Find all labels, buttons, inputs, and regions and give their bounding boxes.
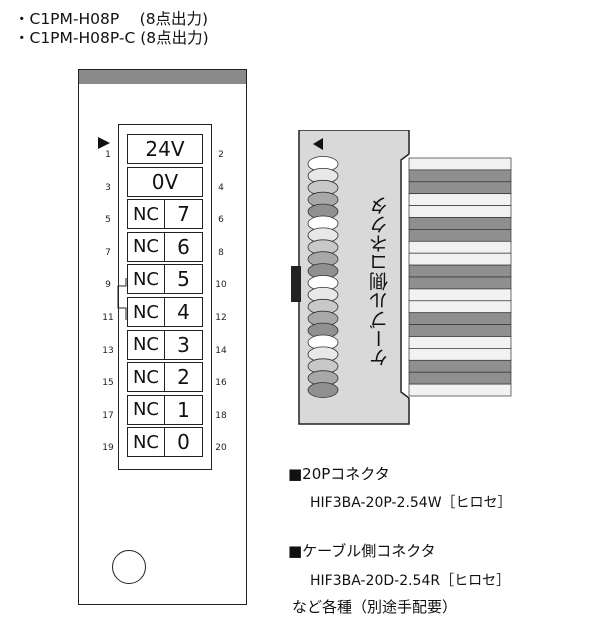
pin-number-left: 5 — [105, 215, 111, 226]
pin-number-right: 8 — [218, 247, 224, 258]
mounting-hole — [112, 550, 146, 584]
terminal-cell-label: NC — [127, 297, 165, 327]
ribbon-wire — [408, 383, 512, 397]
terminal-cell-label: NC — [127, 329, 165, 360]
ribbon-wire — [408, 312, 512, 325]
note-cable-title: ■ケーブル側コネクタ — [288, 542, 436, 560]
terminal-cell-label: NC — [127, 394, 165, 425]
ribbon-wire — [408, 181, 512, 195]
note-cable-part: HIF3BA-20D-2.54R［ヒロセ］ — [310, 573, 511, 589]
wire-end — [307, 382, 339, 398]
ribbon-cable — [408, 157, 512, 397]
terminal-cell-label: NC — [127, 199, 165, 230]
terminal-cell-number: 4 — [164, 297, 203, 327]
pin-number-right: 18 — [215, 410, 227, 421]
ribbon-wire — [408, 300, 512, 314]
terminal-cell-label: NC — [127, 264, 165, 295]
pin-number-left: 1 — [105, 150, 111, 160]
terminal-cell-label: NC — [127, 231, 165, 262]
ribbon-wire — [408, 193, 512, 206]
ribbon-wire — [408, 288, 512, 302]
terminal-cell-number: 3 — [164, 329, 203, 360]
terminal-cell-number: 7 — [164, 199, 203, 230]
cable-connector-drawing — [291, 130, 512, 425]
pin-number-left: 17 — [102, 410, 114, 421]
ribbon-wire — [408, 252, 512, 266]
side-latch — [291, 266, 301, 302]
ribbon-wire — [408, 264, 512, 278]
wire-ends — [307, 156, 339, 398]
terminal-cell-label: NC — [127, 362, 165, 393]
pin-number-left: 19 — [102, 443, 114, 454]
ribbon-wire — [408, 169, 512, 183]
pin-number-left: 13 — [102, 345, 114, 356]
terminal-cell-number: 5 — [164, 264, 203, 295]
terminal-cell-label: NC — [127, 427, 165, 458]
terminal-cell-number: 2 — [164, 362, 203, 393]
ribbon-wire — [408, 205, 512, 218]
ribbon-wire — [408, 324, 512, 337]
pin-number-left: 9 — [105, 280, 111, 291]
note-cable-extra: など各種（別途手配要） — [292, 598, 458, 616]
pin-number-left: 3 — [105, 182, 111, 193]
model-line-2: ・C1PM-H08P-C (8点出力) — [14, 29, 209, 47]
terminal-cell-number: 1 — [164, 394, 203, 425]
pin-number-right: 2 — [218, 150, 224, 160]
orientation-arrow-icon — [313, 138, 323, 150]
connector-key-notch — [117, 278, 127, 320]
terminal-cell-number: 0 — [164, 427, 203, 458]
cable-connector-vertical-label: ケーブル側コネクタ — [369, 196, 391, 367]
pin-number-right: 6 — [218, 215, 224, 226]
model-line-1: ・C1PM-H08P (8点出力) — [14, 10, 209, 28]
pin-number-right: 4 — [218, 182, 224, 193]
ribbon-wire — [408, 217, 512, 230]
pin-number-right: 20 — [215, 443, 227, 454]
note-20p-part: HIF3BA-20P-2.54W［ヒロセ］ — [310, 495, 512, 511]
pin-number-left: 11 — [102, 313, 114, 323]
terminal-cell: 24V — [127, 134, 203, 164]
ribbon-wire — [408, 229, 512, 242]
ribbon-wire — [408, 371, 512, 385]
pin-number-right: 14 — [215, 345, 227, 356]
module-top-bar — [79, 70, 246, 84]
ribbon-wire — [408, 348, 512, 361]
ribbon-wire — [408, 157, 512, 171]
pin-number-right: 16 — [215, 378, 227, 389]
ribbon-wire — [408, 359, 512, 373]
pin-number-left: 7 — [105, 247, 111, 258]
pin-number-right: 10 — [215, 280, 227, 291]
pin-number-left: 15 — [102, 378, 114, 389]
terminal-cell-number: 6 — [164, 231, 203, 262]
terminal-cell: 0V — [127, 166, 203, 197]
ribbon-wire — [408, 276, 512, 290]
note-20p-title: ■20Pコネクタ — [288, 465, 390, 483]
ribbon-wire — [408, 336, 512, 349]
pin1-marker-icon — [98, 137, 110, 149]
ribbon-wire — [408, 240, 512, 254]
pin-number-right: 12 — [215, 313, 227, 323]
